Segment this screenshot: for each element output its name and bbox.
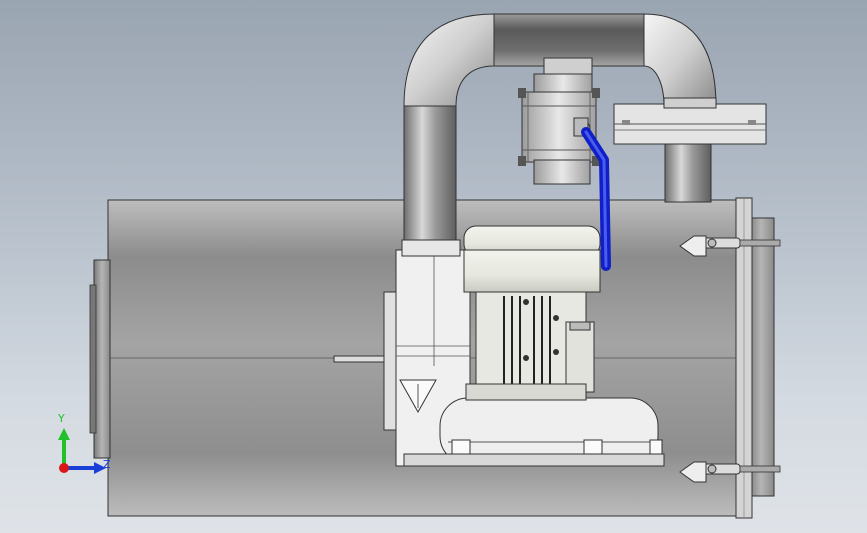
motor-cooling-fins xyxy=(503,296,551,388)
outlet-pipe-right[interactable] xyxy=(613,103,767,203)
left-end-cap[interactable] xyxy=(89,259,111,459)
electric-motor[interactable] xyxy=(463,225,601,401)
axis-z-label: Z xyxy=(103,458,111,471)
right-end-flange[interactable] xyxy=(735,197,775,519)
toggle-clamp-upper[interactable] xyxy=(679,235,781,257)
upper-pipe-loop[interactable] xyxy=(403,13,717,256)
impeller-casing[interactable] xyxy=(403,397,665,467)
axis-y-label: Y xyxy=(58,412,65,425)
blower-housing[interactable] xyxy=(333,239,471,467)
valve-handle[interactable] xyxy=(581,127,611,271)
axis-triad xyxy=(58,428,106,474)
ball-valve[interactable] xyxy=(518,57,600,185)
toggle-clamp-lower[interactable] xyxy=(679,461,781,483)
